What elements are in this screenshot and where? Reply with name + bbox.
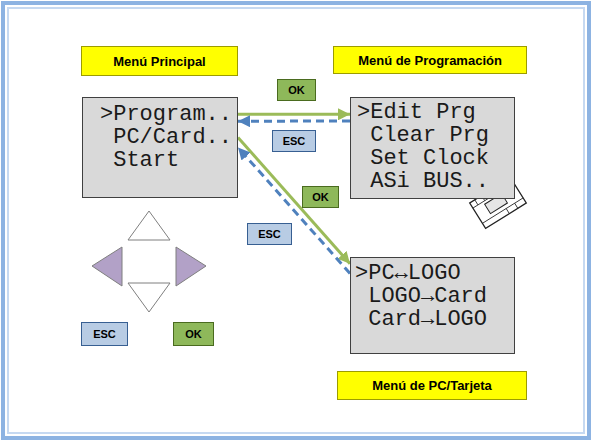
esc-key: ESC xyxy=(81,322,128,346)
label-text: Menú Principal xyxy=(113,54,205,69)
menu-line: PC/Card.. xyxy=(100,126,237,149)
lcd-menu-screen: >Program..PC/Card..Start xyxy=(82,97,238,198)
confirm-arrow xyxy=(238,137,350,263)
menu-line: >PC↔LOGO xyxy=(355,262,514,285)
menu-line: Clear Prg xyxy=(357,124,514,147)
menu-title-tag: Menú de Programación xyxy=(333,46,527,74)
label-text: Menú de Programación xyxy=(358,53,502,68)
menu-title-tag: Menú de PC/Tarjeta xyxy=(337,371,527,400)
left-key xyxy=(92,247,122,286)
lcd-menu-screen: >PC↔LOGOLOGO→CardCard→LOGO xyxy=(350,257,515,354)
menu-line: Card→LOGO xyxy=(355,308,514,331)
menu-line: LOGO→Card xyxy=(355,285,514,308)
menu-title-tag: Menú Principal xyxy=(81,46,238,76)
menu-line: >Edit Prg xyxy=(357,101,514,124)
confirm-arrow xyxy=(238,113,350,116)
outer-frame xyxy=(3,3,589,438)
menu-line: >Program.. xyxy=(100,103,237,126)
menu-line: ASi BUS.. xyxy=(357,170,514,193)
lcd-menu-screen: >Edit PrgClear PrgSet ClockASi BUS.. xyxy=(350,97,515,199)
down-key xyxy=(128,283,170,312)
menu-line: Set Clock xyxy=(357,147,514,170)
label-text: Menú de PC/Tarjeta xyxy=(372,378,492,393)
up-key xyxy=(128,211,170,240)
label-text: OK xyxy=(185,328,202,340)
ok-key-label: OK xyxy=(277,79,316,101)
label-text: ESC xyxy=(93,328,116,340)
esc-key-label: ESC xyxy=(247,223,292,245)
escape-arrow xyxy=(238,148,350,274)
ok-key: OK xyxy=(173,322,214,346)
right-key xyxy=(176,247,206,286)
ok-key-label: OK xyxy=(302,186,339,208)
menu-line: Start xyxy=(100,149,237,172)
esc-key-label: ESC xyxy=(272,130,316,152)
escape-arrow xyxy=(238,119,350,122)
inner-frame xyxy=(8,8,584,433)
